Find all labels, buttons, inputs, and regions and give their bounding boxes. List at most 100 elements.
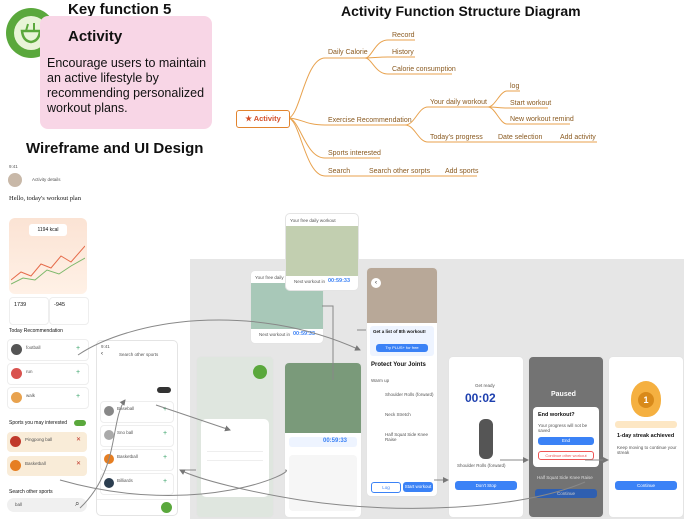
start-workout-button[interactable]: Start workout: [403, 482, 433, 492]
next-workout-label: Next workout in: [259, 332, 291, 337]
baseball-icon: [104, 406, 114, 416]
log-list[interactable]: [289, 455, 357, 511]
timer-value: 00:59:33: [323, 438, 348, 444]
add-activity-icon[interactable]: [253, 365, 267, 379]
try-plus-button[interactable]: Try PLUS+ for free: [376, 344, 428, 352]
mindmap-root: ★ Activity: [236, 110, 290, 128]
star-icon: ★: [245, 114, 254, 123]
key-function-label: Key function 5: [68, 1, 172, 18]
tab-activity-icon[interactable]: [161, 502, 172, 513]
wireframe-section-title: Wireframe and UI Design: [26, 140, 204, 157]
streak-week-dots: [615, 421, 677, 428]
flame-badge-icon: 1: [631, 381, 661, 417]
greeting: Hello, today's workout plan: [9, 195, 81, 202]
remove-icon[interactable]: ✕: [76, 437, 82, 443]
diagram-title: Activity Function Structure Diagram: [341, 3, 581, 19]
interest-item[interactable]: Basketball ✕: [7, 456, 87, 476]
screen-protect-joints: ‹ Get a list of 8th workout! Try PLUS+ f…: [366, 267, 438, 497]
rec-item-label: walk: [26, 393, 36, 398]
add-icon[interactable]: +: [163, 430, 168, 437]
rec-item-label: run: [26, 369, 33, 374]
workout-title: Protect Your Joints: [371, 362, 426, 368]
workout-photo: [286, 226, 358, 276]
stat-2-value: -945: [54, 302, 66, 308]
add-icon[interactable]: +: [163, 454, 168, 461]
workout-card-label: Your free daily workout: [255, 275, 301, 280]
workout-card-label: Your free daily workout: [290, 218, 336, 223]
add-icon[interactable]: +: [76, 369, 81, 376]
today-recommendation-title: Today Recommendation: [9, 328, 63, 334]
workout-card-pair[interactable]: Your free daily workout Next workout in …: [285, 213, 359, 291]
screen-activity-main: 9:41 Activity details Hello, today's wor…: [4, 160, 90, 517]
dialog-text: Your progress will not be saved: [538, 423, 588, 433]
streak-title: 1-day streak achieved: [617, 433, 675, 439]
streak-continue-button[interactable]: Continue: [615, 481, 677, 490]
timer-value: 00:59:33: [293, 331, 316, 337]
add-icon[interactable]: +: [76, 345, 81, 352]
back-icon[interactable]: ‹: [371, 278, 381, 288]
billiards-icon: [104, 478, 114, 488]
exercise-name: Shoulder Rolls (forward): [457, 463, 506, 468]
node-search-other-sports: Search other sorpts: [369, 168, 431, 175]
add-icon[interactable]: +: [163, 406, 168, 413]
add-icon[interactable]: +: [163, 478, 168, 485]
end-button[interactable]: End: [538, 437, 594, 445]
bowl-icon: [20, 23, 42, 44]
node-todays-progress: Today's progress: [430, 134, 483, 141]
toggle-switch[interactable]: [157, 387, 171, 393]
node-your-daily-workout: Your daily workout: [430, 99, 487, 106]
feature-card-title: Activity: [68, 28, 123, 45]
kcal-label: 1194 kcal: [29, 224, 67, 236]
calorie-chart-card: 1194 kcal: [9, 218, 87, 294]
feature-card-description: Encourage users to maintain an active li…: [47, 56, 207, 115]
search-icon[interactable]: ⌕: [75, 499, 80, 508]
exercise-item[interactable]: Neck Stretch: [385, 412, 411, 417]
workout-hero-photo: [367, 268, 437, 323]
exercise-item[interactable]: Half Squat Side Knee Raise: [385, 432, 429, 442]
sport-result-item[interactable]: Baseball +: [100, 401, 174, 423]
paused-label: Paused: [551, 391, 576, 398]
feature-card: [40, 16, 212, 129]
node-add-activity: Add activity: [560, 134, 596, 141]
node-sports-interested: Sports interested: [328, 150, 381, 157]
rec-item[interactable]: football +: [7, 339, 89, 361]
continue-other-button[interactable]: Continue other workout: [538, 451, 594, 460]
pingpong-icon: [10, 436, 21, 447]
remove-icon[interactable]: ✕: [76, 461, 82, 467]
continue-button[interactable]: Continue: [535, 489, 597, 498]
promo-card[interactable]: Get a list of 8th workout! Try PLUS+ for…: [370, 326, 434, 356]
dont-stop-button[interactable]: Don't Stop: [455, 481, 517, 490]
sport-result-label: Billiards: [117, 478, 133, 483]
node-new-workout-remind: New workout remind: [510, 116, 574, 123]
search-input[interactable]: ball ⌕: [7, 498, 87, 512]
node-log: log: [510, 83, 520, 90]
exercise-item[interactable]: Shoulder Rolls (forward): [385, 392, 434, 397]
avatar[interactable]: [8, 173, 22, 187]
interest-item[interactable]: Pingpong ball ✕: [7, 432, 87, 452]
back-icon[interactable]: ‹: [101, 351, 103, 357]
rec-item[interactable]: walk +: [7, 387, 89, 409]
promo-title: Get a list of 8th workout!: [373, 329, 426, 334]
mindmap-root-label: Activity: [253, 114, 281, 123]
screen-workout-log: 00:59:33: [284, 362, 362, 518]
workout-photo: [285, 363, 361, 433]
screen-workout-timer: Get ready 00:02 Shoulder Rolls (forward)…: [448, 356, 524, 518]
end-workout-dialog: End workout? Your progress will not be s…: [533, 407, 599, 467]
stat-card-1: 1739: [9, 297, 49, 325]
football-icon: [11, 344, 22, 355]
sport-result-label: Basketball: [117, 454, 138, 459]
toggle-switch[interactable]: [74, 420, 86, 426]
countdown-value: 00:02: [465, 391, 496, 405]
add-icon[interactable]: +: [76, 393, 81, 400]
sport-result-item[interactable]: Sno ball +: [100, 425, 174, 447]
basketball-icon: [10, 460, 21, 471]
run-icon: [11, 368, 22, 379]
log-button[interactable]: Log: [371, 482, 401, 493]
screen-title: Activity details: [32, 177, 61, 182]
date-wheel[interactable]: [207, 451, 263, 461]
rec-item[interactable]: run +: [7, 363, 89, 385]
node-calorie-consumption: Calorie consumption: [392, 66, 456, 73]
node-add-sports: Add sports: [445, 168, 479, 175]
tab-bar: [97, 499, 177, 515]
